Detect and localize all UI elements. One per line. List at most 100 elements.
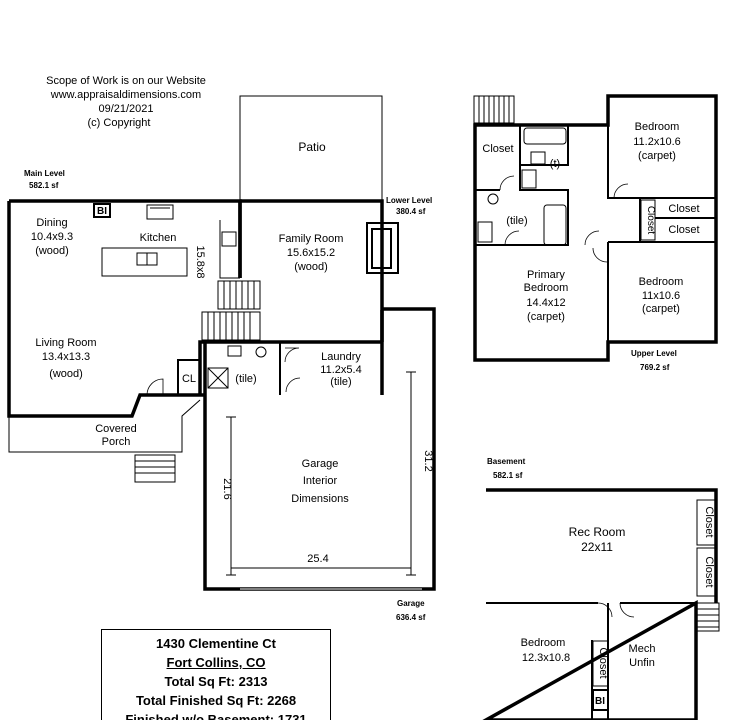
main-level-name: Main Level xyxy=(24,169,65,178)
living-label: Living Room xyxy=(35,337,96,349)
laundry-door-swing xyxy=(284,347,300,363)
basement-bed-label: Bedroom xyxy=(521,637,566,649)
halfbath-tile: (tile) xyxy=(235,373,256,385)
upper-interior-walls xyxy=(607,96,717,342)
bed1-dim: 11.2x10.6 xyxy=(633,136,681,148)
bed2-floor: (carpet) xyxy=(642,303,680,315)
bath-toilet xyxy=(530,151,546,165)
basement-closet-1 xyxy=(696,499,717,546)
upper-stairs xyxy=(473,95,515,124)
basement-closet-2-label: Closet xyxy=(703,556,715,587)
porch-label-1: Covered xyxy=(95,423,137,435)
basement: Basement 582.1 sf Closet Closet Rec Room… xyxy=(482,457,720,720)
rec-room-label: Rec Room xyxy=(569,525,626,539)
basement-bi-box xyxy=(592,689,609,711)
living-dim: 13.4x13.3 xyxy=(42,351,90,363)
laundry-wall xyxy=(203,310,384,395)
family-floor: (wood) xyxy=(294,261,328,273)
bath-walls xyxy=(475,125,569,246)
summary-box: 1430 Clementine Ct Fort Collins, CO Tota… xyxy=(101,629,331,720)
garage-level-area: 636.4 sf xyxy=(396,613,426,622)
summary-total-finished: Total Finished Sq Ft: 2268 xyxy=(135,693,297,708)
dining-floor: (wood) xyxy=(35,245,69,257)
kitchen-dim: 15.8x8 xyxy=(194,245,206,278)
closet-cl-label: CL xyxy=(182,373,196,385)
closet-vertical-label: Closet xyxy=(645,206,656,235)
bed1-label: Bedroom xyxy=(635,121,680,133)
living-floor: (wood) xyxy=(49,368,83,380)
stairs-main xyxy=(201,280,261,341)
kitchen-bi: BI xyxy=(97,206,107,217)
garage-wall xyxy=(203,307,436,591)
laundry-dim: 11.2x5.4 xyxy=(320,364,361,376)
basement-bed-dim: 12.3x10.8 xyxy=(522,652,570,664)
garage-length: 31.2 xyxy=(422,450,434,471)
patio-label: Patio xyxy=(298,140,326,154)
header-date: 09/21/2021 xyxy=(98,103,153,115)
porch-label-2: Porch xyxy=(102,436,131,448)
water-heater xyxy=(255,346,267,358)
front-door-swing xyxy=(146,378,164,396)
basement-closet-1-label: Closet xyxy=(703,506,715,537)
shower-stall xyxy=(207,367,229,389)
summary-total-sqft: Total Sq Ft: 2313 xyxy=(164,674,268,689)
rec-room-dim: 22x11 xyxy=(581,540,613,554)
bath-t-label: (t) xyxy=(550,158,560,170)
covered-porch xyxy=(8,399,201,453)
closet-b-label: Closet xyxy=(668,224,699,236)
upper-level: Closet (t) (tile) Bedroom 11.2x10.6 (car… xyxy=(473,94,718,372)
bath-tub-top xyxy=(523,127,567,145)
summary-finished-wo-basement: Finished w/o Basement: 1731 xyxy=(125,712,307,720)
header-copyright: (c) Copyright xyxy=(88,117,151,129)
primary-label: Primary xyxy=(527,269,565,281)
closet-a-label: Closet xyxy=(668,203,699,215)
garage-label-3: Dimensions xyxy=(291,493,349,505)
basement-interior-walls xyxy=(486,602,696,720)
bath-fixture xyxy=(487,193,499,205)
toilet xyxy=(227,345,242,357)
bed2-label: Bedroom xyxy=(639,276,684,288)
family-dim: 15.6x15.2 xyxy=(287,247,335,259)
main-level: Main Level 582.1 sf Patio BI Dining 10.4… xyxy=(7,95,432,483)
header-scope: Scope of Work is on our Website xyxy=(46,75,206,87)
primary-floor: (carpet) xyxy=(527,311,565,323)
bath-sink xyxy=(521,169,537,189)
porch-steps xyxy=(134,454,176,483)
upper-closet-label: Closet xyxy=(482,143,513,155)
kitchen-sink-window xyxy=(146,204,174,220)
header-website: www.appraisaldimensions.com xyxy=(50,89,201,101)
fireplace xyxy=(366,222,399,274)
dining-dim: 10.4x9.3 xyxy=(31,231,73,243)
bath-tile-label: (tile) xyxy=(506,215,527,227)
kitchen-label: Kitchen xyxy=(140,232,177,244)
kitchen-island xyxy=(101,247,188,277)
bath-sink-2 xyxy=(477,221,493,243)
basement-bi: BI xyxy=(595,696,605,707)
kitchen-range xyxy=(221,231,237,247)
summary-address: 1430 Clementine Ct xyxy=(156,636,276,651)
primary-label-2: Bedroom xyxy=(524,282,569,294)
bath-tub xyxy=(543,204,567,246)
basement-level-name: Basement xyxy=(487,457,526,466)
laundry-floor: (tile) xyxy=(330,376,351,388)
summary-city: Fort Collins, CO xyxy=(166,655,266,670)
primary-dim: 14.4x12 xyxy=(526,297,565,309)
garage-depth: 21.6 xyxy=(221,478,233,499)
bed2-dim: 11x10.6 xyxy=(642,290,680,302)
garage: Garage Interior Dimensions 21.6 31.2 25.… xyxy=(203,307,436,622)
kitchen-bi-box xyxy=(93,203,111,218)
closet-vertical xyxy=(640,199,656,241)
basement-stairs xyxy=(696,602,720,632)
basement-closet-3-label: Closet xyxy=(597,647,609,678)
garage-label-2: Interior xyxy=(303,475,338,487)
bed1-floor: (carpet) xyxy=(638,150,676,162)
lower-level-name: Lower Level xyxy=(386,196,432,205)
basement-level-area: 582.1 sf xyxy=(493,471,523,480)
garage-label: Garage xyxy=(302,458,339,470)
mech-unfin: Unfin xyxy=(629,657,655,669)
upper-level-area: 769.2 sf xyxy=(640,363,670,372)
garage-level-name: Garage xyxy=(397,599,425,608)
family-label: Family Room xyxy=(279,233,344,245)
